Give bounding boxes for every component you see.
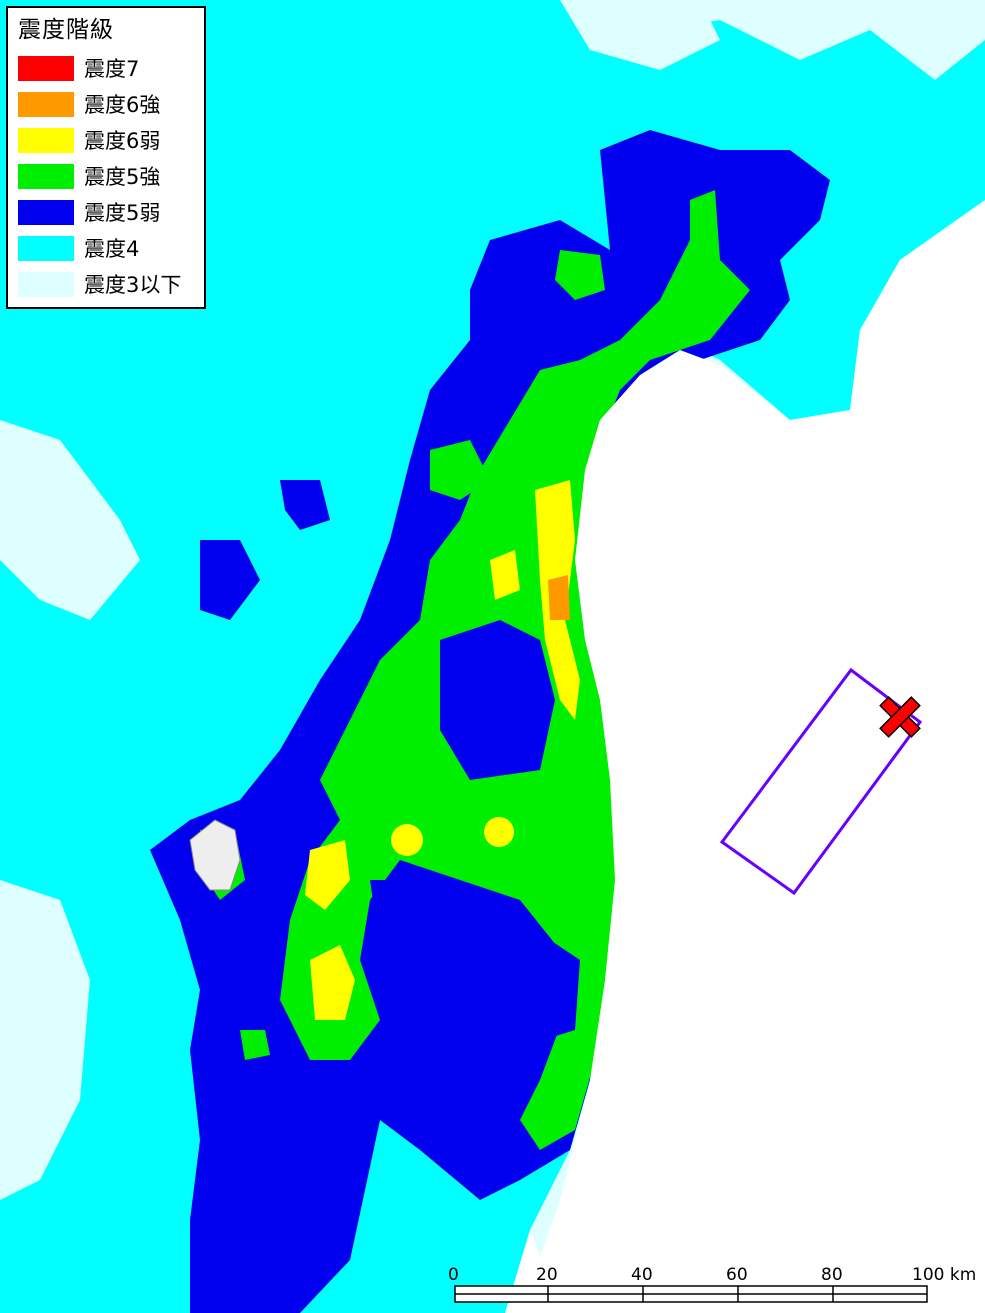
region-intensity-5-lower xyxy=(200,540,260,620)
scale-label: 40 xyxy=(631,1265,653,1285)
legend-swatch xyxy=(18,163,74,189)
region-intensity-6-lower xyxy=(391,824,423,856)
region-intensity-6-lower xyxy=(484,817,514,847)
legend-item: 震度6弱 xyxy=(18,122,204,158)
legend-swatch xyxy=(18,235,74,261)
region-no-data xyxy=(189,819,241,891)
region-intensity-5-upper xyxy=(430,440,490,500)
legend-label: 震度3以下 xyxy=(84,273,182,297)
legend-swatch xyxy=(18,55,74,81)
region-intensity-5-upper xyxy=(240,1030,270,1060)
region-intensity-3-patch xyxy=(0,420,140,620)
legend-swatch xyxy=(18,271,74,297)
legend-label: 震度6強 xyxy=(84,93,161,117)
legend-label: 震度7 xyxy=(84,57,140,81)
region-intensity-3-patch xyxy=(560,0,720,70)
region-intensity-5-lower-pocket xyxy=(440,620,555,780)
legend-item: 震度5強 xyxy=(18,158,204,194)
region-intensity-6-lower xyxy=(310,945,355,1020)
region-intensity-5-upper xyxy=(555,250,605,300)
legend-swatch xyxy=(18,91,74,117)
region-intensity-6-lower xyxy=(305,840,350,910)
legend-label: 震度5弱 xyxy=(84,201,161,225)
legend: 震度階級 震度7 震度6強 震度6弱 震度5強 震度5弱 震度4 震度3以下 xyxy=(6,6,206,309)
sea-area xyxy=(520,200,985,1313)
scale-label: 60 xyxy=(726,1265,748,1285)
scale-bar: 0 20 40 60 80 100 km xyxy=(448,1265,976,1303)
region-intensity-6-lower xyxy=(490,550,520,600)
region-intensity-3-patch xyxy=(0,880,90,1200)
region-intensity-5-lower-pocket xyxy=(420,920,580,1060)
region-intensity-5-lower xyxy=(280,480,330,530)
legend-swatch xyxy=(18,199,74,225)
legend-item: 震度4 xyxy=(18,230,204,266)
legend-label: 震度5強 xyxy=(84,165,161,189)
legend-item: 震度7 xyxy=(18,50,204,86)
region-intensity-6-upper xyxy=(548,575,570,620)
scale-label: 0 xyxy=(448,1265,459,1285)
legend-title: 震度階級 xyxy=(18,17,114,43)
legend-item: 震度3以下 xyxy=(18,266,204,302)
scale-label: 80 xyxy=(821,1265,843,1285)
legend-label: 震度4 xyxy=(84,237,140,261)
legend-item: 震度5弱 xyxy=(18,194,204,230)
legend-swatch xyxy=(18,127,74,153)
scale-label: 20 xyxy=(536,1265,558,1285)
legend-label: 震度6弱 xyxy=(84,129,161,153)
scale-label: 100 km xyxy=(912,1265,976,1285)
legend-item: 震度6強 xyxy=(18,86,204,122)
x-mark-icon xyxy=(879,696,921,738)
region-intensity-5-lower xyxy=(730,160,810,215)
